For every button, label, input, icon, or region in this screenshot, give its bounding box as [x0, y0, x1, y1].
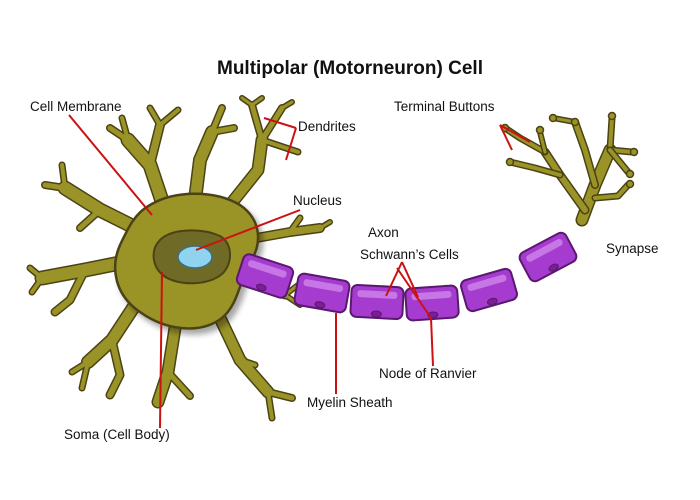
label-cell-membrane: Cell Membrane: [30, 99, 122, 114]
leader-line: [396, 267, 434, 367]
dendrite-branch: [120, 116, 130, 142]
terminal-button: [505, 157, 515, 167]
label-soma: Soma (Cell Body): [64, 427, 170, 442]
dendrites: [28, 96, 332, 420]
dendrite-branch: [28, 266, 44, 280]
dendrite-branch: [52, 267, 88, 315]
label-axon: Axon: [368, 225, 399, 240]
dendrite-branch: [148, 106, 162, 127]
terminal-button: [570, 117, 580, 127]
terminal-branch: [508, 160, 562, 177]
schwann-highlight: [247, 260, 287, 278]
terminal-button: [548, 113, 558, 123]
diagram-title: Multipolar (Motorneuron) Cell: [217, 58, 483, 79]
schwann-highlight: [303, 279, 344, 293]
dendrite-branch: [158, 108, 180, 127]
dendrite-branch: [249, 102, 265, 143]
dendrite-branch: [250, 96, 264, 107]
dendrite-branch: [30, 276, 44, 294]
label-synapse: Synapse: [606, 241, 659, 256]
dendrite-branch: [238, 358, 257, 367]
label-nucleus: Nucleus: [293, 193, 342, 208]
leader-lines: [68, 114, 531, 429]
dendrite-branch: [70, 360, 90, 374]
dendrite-branch: [225, 135, 267, 210]
label-myelin-sheath: Myelin Sheath: [307, 395, 393, 410]
schwann-highlight: [411, 290, 452, 301]
leader-line: [499, 124, 513, 151]
dendrite-branch: [60, 163, 67, 190]
dendrite-branch: [80, 360, 90, 390]
myelin-sheath-segments: [235, 231, 578, 322]
dendrite-branch: [259, 105, 285, 143]
terminal-button: [535, 125, 545, 135]
leader-line: [263, 117, 297, 129]
dendrite-branch: [189, 126, 218, 206]
label-terminal-buttons: Terminal Buttons: [394, 99, 495, 114]
schwann-nucleus: [486, 297, 498, 306]
dendrite-branch: [165, 369, 193, 399]
label-schwanns-cells: Schwann’s Cells: [360, 247, 459, 262]
schwann-nucleus: [370, 310, 382, 318]
terminal-branch: [608, 148, 630, 174]
dendrite-branch: [42, 182, 68, 191]
myelin-segment: [404, 284, 460, 322]
terminal-button: [629, 147, 639, 157]
terminal-branch: [542, 149, 588, 213]
terminal-branch: [538, 130, 547, 154]
myelin-segment: [349, 283, 405, 321]
schwann-cell: [518, 231, 578, 283]
terminal-button: [625, 179, 635, 189]
myelin-segment: [460, 267, 518, 313]
myelin-segment: [235, 253, 295, 299]
terminal-branch: [608, 116, 614, 152]
dendrite-branch: [260, 138, 300, 154]
schwann-nucleus: [255, 283, 267, 292]
terminal-button: [625, 169, 635, 179]
leader-line: [385, 261, 403, 297]
dendrite-branch: [107, 337, 123, 398]
myelin-segment: [518, 231, 578, 283]
dendrite-branch: [77, 207, 103, 231]
leader-line: [285, 127, 297, 161]
dendrite-branch: [318, 220, 332, 230]
myelin-segment: [293, 272, 351, 314]
leader-line: [68, 114, 153, 216]
leader-line: [499, 124, 531, 143]
dendrite-branch: [209, 125, 237, 135]
dendrite-branch: [146, 121, 164, 169]
dendrite-branch: [280, 100, 294, 110]
schwann-nucleus: [314, 301, 326, 309]
dendrite-branch: [209, 105, 225, 135]
dendrite-branch: [240, 96, 254, 107]
leader-line: [401, 261, 419, 298]
label-node-of-ranvier: Node of Ranvier: [379, 366, 477, 381]
terminal-branch: [593, 183, 630, 200]
dendrite-branch: [266, 390, 274, 420]
axon-terminal: [500, 111, 639, 227]
leader-line: [159, 271, 163, 429]
dendrite-branch: [59, 182, 146, 236]
terminal-branch: [572, 119, 598, 188]
schwann-cell: [460, 267, 518, 313]
schwann-nucleus: [548, 263, 559, 272]
dendrite-branch: [107, 125, 131, 143]
label-dendrites: Dendrites: [298, 119, 356, 134]
terminal-button: [607, 111, 617, 121]
schwann-highlight: [467, 274, 507, 291]
nucleolus: [177, 245, 213, 269]
dendrite-branch: [288, 216, 302, 234]
schwann-highlight: [526, 238, 563, 262]
leader-line: [195, 209, 301, 251]
dendrite-branch: [265, 389, 295, 401]
